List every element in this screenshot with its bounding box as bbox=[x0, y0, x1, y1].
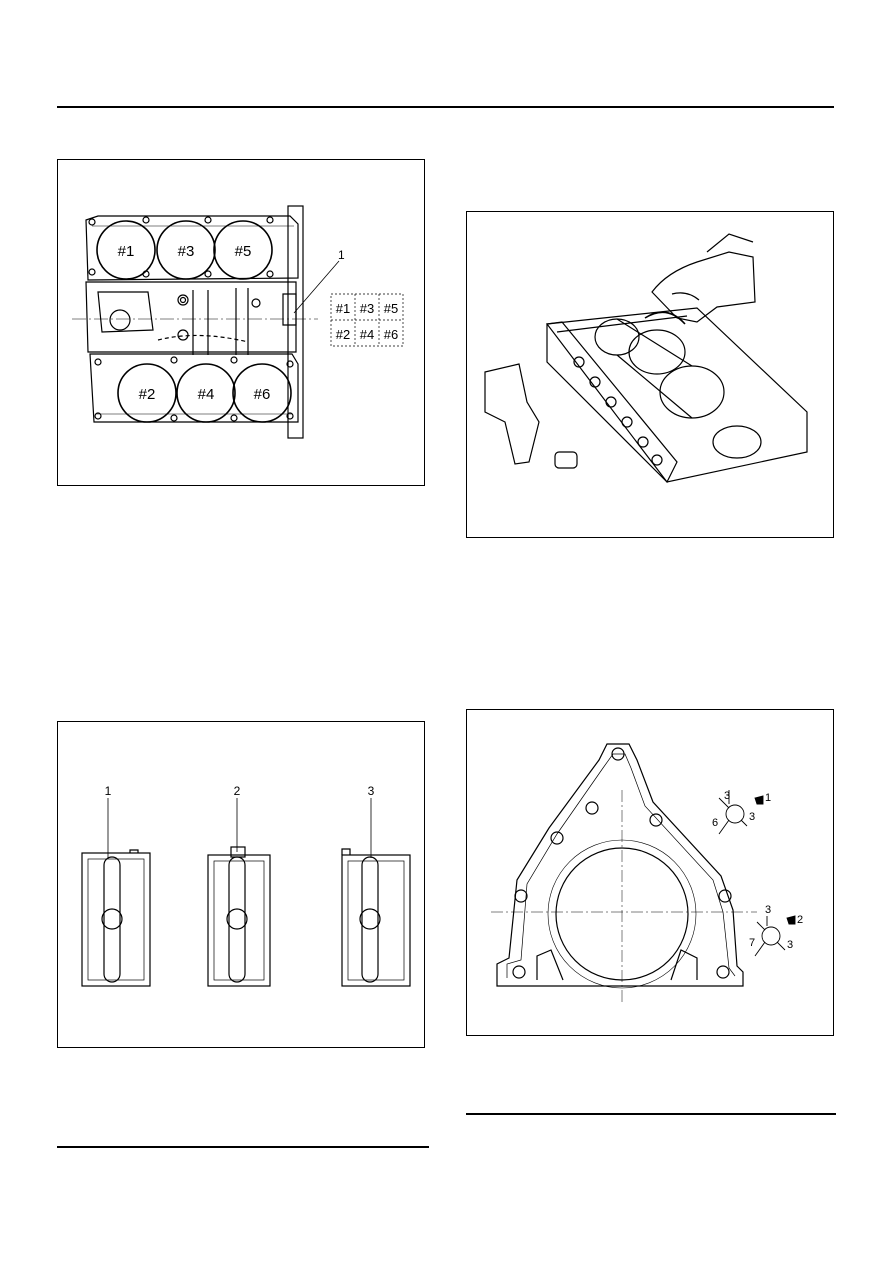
bearing-shells-drawing: 1 2 3 bbox=[81, 784, 411, 987]
code-cell: #1 bbox=[336, 301, 350, 316]
label-cyl-6: #6 bbox=[254, 386, 271, 403]
code-cell: #3 bbox=[360, 301, 374, 316]
code-cell: #5 bbox=[384, 301, 398, 316]
crankshaft-install-drawing bbox=[484, 233, 808, 484]
header-rule bbox=[57, 106, 834, 108]
bore-2 bbox=[117, 363, 177, 423]
cylinder-block-drawing: #1 #3 #5 #2 #4 #6 1 #1 #3 #5 #2 #4 #6 bbox=[72, 205, 404, 439]
footer-rule-left bbox=[57, 1146, 429, 1148]
label-cyl-2: #2 bbox=[139, 386, 156, 403]
callout-1-dim: 6 bbox=[712, 817, 718, 829]
callout-3: 3 bbox=[368, 784, 375, 798]
callout-2-dim: 7 bbox=[749, 937, 755, 949]
figure-rear-retainer: 3 6 3 1 3 7 3 2 bbox=[466, 709, 834, 1036]
callout-2-dim: 3 bbox=[765, 904, 771, 916]
code-cell: #2 bbox=[336, 327, 350, 342]
bore-5 bbox=[213, 220, 273, 280]
bore-3 bbox=[156, 220, 216, 280]
figure-bearing-shells: 1 2 3 bbox=[57, 721, 425, 1048]
footer-rule-right bbox=[466, 1113, 836, 1115]
callout-1: 1 bbox=[338, 248, 345, 262]
callout-1: 1 bbox=[105, 784, 112, 798]
label-cyl-3: #3 bbox=[178, 243, 195, 260]
rear-retainer-drawing: 3 6 3 1 3 7 3 2 bbox=[491, 743, 803, 1004]
code-cell: #4 bbox=[360, 327, 374, 342]
callout-2-dim: 3 bbox=[787, 939, 793, 951]
figure-cylinder-block: #1 #3 #5 #2 #4 #6 1 #1 #3 #5 #2 #4 #6 bbox=[57, 159, 425, 486]
bore-1 bbox=[96, 220, 156, 280]
callout-2: 2 bbox=[234, 784, 241, 798]
callout-2-id: 2 bbox=[797, 914, 803, 926]
callout-1-dim: 3 bbox=[749, 811, 755, 823]
label-cyl-1: #1 bbox=[118, 243, 135, 260]
callout-1-id: 1 bbox=[765, 792, 771, 804]
figure-crankshaft-install bbox=[466, 211, 834, 538]
label-cyl-4: #4 bbox=[198, 386, 215, 403]
callout-1-dim: 3 bbox=[724, 790, 730, 802]
bore-4 bbox=[176, 363, 236, 423]
code-cell: #6 bbox=[384, 327, 398, 342]
label-cyl-5: #5 bbox=[235, 243, 252, 260]
bore-6 bbox=[232, 363, 292, 423]
